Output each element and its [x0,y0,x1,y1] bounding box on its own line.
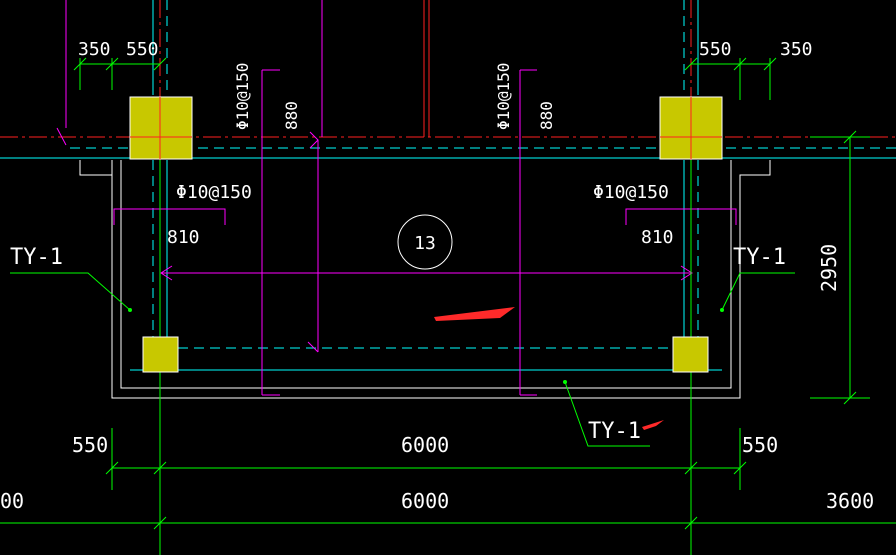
dim-550-right-bottom: 550 [742,433,778,457]
dim-350-right: 350 [780,39,813,60]
dim-350-left: 350 [78,39,111,60]
dim-550-right-top: 550 [699,39,732,60]
dim-2950: 2950 [817,244,841,292]
dim-6000-upper: 6000 [401,433,449,457]
pit-outline [79,160,771,399]
leader-dots [128,308,724,384]
vertical-text-labels: Φ10@150 880 Φ10@150 880 2950 [233,63,841,292]
column-axis-marks [130,97,722,159]
text-labels: 350 550 550 350 Φ10@150 Φ10@150 810 810 … [0,39,874,513]
ty-label-right: TY-1 [733,245,786,270]
annotation-arrows [434,307,664,430]
rebar-top-right: Φ10@150 [494,63,513,130]
dim-550-left-bottom: 550 [72,433,108,457]
rebar-top-left: Φ10@150 [233,63,252,130]
rebar-mid-left: Φ10@150 [176,182,252,203]
ty-label-left: TY-1 [10,245,63,270]
red-arrow-large [434,307,515,321]
rebar-lines [56,0,737,396]
column-top-left[interactable] [129,96,193,160]
column-bottom-left[interactable] [142,336,179,373]
dim-550-left-top: 550 [126,39,159,60]
len-810-right: 810 [641,227,674,248]
dim-6000-lower: 6000 [401,489,449,513]
column-bottom-right[interactable] [672,336,709,373]
axis-bubble-label: 13 [414,233,436,254]
ty-label-bottom: TY-1 [588,419,641,444]
red-arrow-small [642,420,664,430]
dim-3600: 3600 [826,489,874,513]
dim-00-left: 00 [0,489,24,513]
len-880-right: 880 [537,101,556,130]
dimension-lines [0,57,896,555]
len-880-left: 880 [282,101,301,130]
axis-bubble: 13 [397,214,453,270]
rebar-mid-right: Φ10@150 [593,182,669,203]
len-810-left: 810 [167,227,200,248]
